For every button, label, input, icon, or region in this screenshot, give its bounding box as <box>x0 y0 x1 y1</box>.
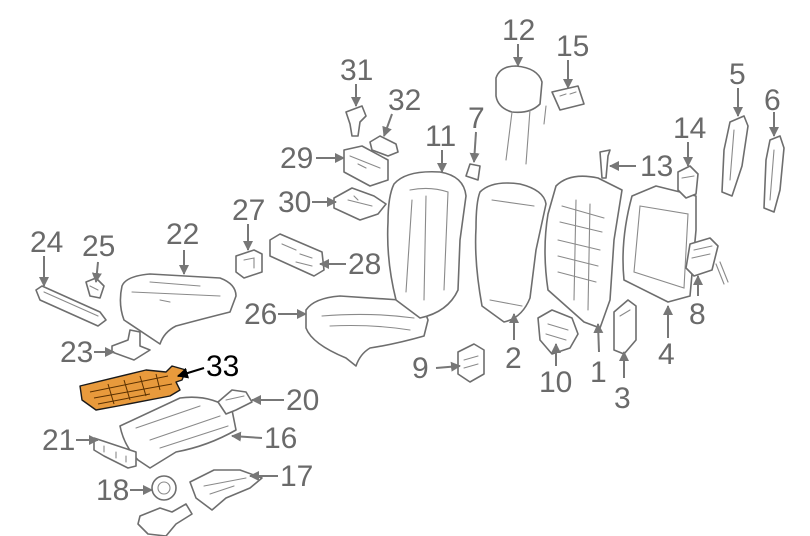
callout-16: 16 <box>264 422 297 455</box>
callout-9: 9 <box>412 352 429 385</box>
callout-33: 33 <box>206 350 239 383</box>
part-29-control-module <box>343 145 389 187</box>
callout-32: 32 <box>388 84 421 117</box>
part-8-control-unit <box>685 237 729 285</box>
part-30-base-bracket <box>333 187 387 221</box>
part-20-trim-piece <box>217 389 253 415</box>
callout-7: 7 <box>468 102 485 135</box>
part-4-rear-panel <box>622 185 697 303</box>
callout-25: 25 <box>82 230 115 263</box>
part-22-seat-cushion-cover <box>119 273 237 345</box>
callout-20: 20 <box>286 384 319 417</box>
callout-30: 30 <box>278 186 311 219</box>
part-7-guide-sleeve <box>465 163 481 181</box>
part-2-backrest-foam <box>474 182 547 323</box>
callout-18: 18 <box>96 474 129 507</box>
leader-lines <box>39 44 779 495</box>
part-31-push-pin <box>345 105 367 137</box>
callout-2: 2 <box>505 342 522 375</box>
part-17-side-cover <box>189 469 263 511</box>
part-18-knob <box>151 475 177 501</box>
part-23-bracket <box>111 329 151 361</box>
callout-11: 11 <box>425 120 456 153</box>
callout-8: 8 <box>689 298 706 331</box>
part-16-seat-frame <box>119 396 237 469</box>
callout-5: 5 <box>729 58 746 91</box>
callout-10: 10 <box>539 366 572 399</box>
part-10-recliner-mechanism <box>537 309 579 355</box>
part-25-clip <box>85 277 105 299</box>
callout-13: 13 <box>640 150 673 183</box>
part-9-bracket <box>457 343 485 383</box>
callout-6: 6 <box>764 84 781 117</box>
part-28-switch-panel <box>269 233 325 277</box>
callout-24: 24 <box>30 226 63 259</box>
callout-3: 3 <box>614 382 631 415</box>
part-5-side-trim <box>721 115 749 197</box>
callout-22: 22 <box>166 218 199 251</box>
part-6-side-trim <box>763 135 785 213</box>
callout-17: 17 <box>280 460 313 493</box>
callout-21: 21 <box>42 424 75 457</box>
part-26-seat-cushion <box>305 295 429 367</box>
part-11-backrest-cover <box>386 170 467 319</box>
callout-14: 14 <box>673 112 706 145</box>
callout-27: 27 <box>232 194 265 227</box>
callout-29: 29 <box>280 142 313 175</box>
part-14-bracket <box>677 165 699 199</box>
part-32-fastener <box>369 135 399 157</box>
callout-15: 15 <box>556 30 589 63</box>
callout-26: 26 <box>244 298 277 331</box>
part-12-headrest <box>495 65 543 165</box>
callout-labels: 1 2 3 4 5 6 7 8 9 10 11 12 13 14 15 16 1… <box>30 14 781 507</box>
callout-12: 12 <box>502 14 535 47</box>
callout-23: 23 <box>60 336 93 369</box>
callout-4: 4 <box>658 338 675 371</box>
part-15-headrest-guide <box>543 85 585 125</box>
callout-31: 31 <box>340 54 373 87</box>
part-lower-bracket <box>137 503 193 536</box>
part-1-backrest-frame <box>544 175 623 329</box>
part-21-side-bracket <box>93 437 137 469</box>
callout-1: 1 <box>590 356 607 389</box>
part-3-side-panel <box>613 299 637 355</box>
callout-28: 28 <box>348 248 381 281</box>
part-13-rod <box>599 149 611 179</box>
part-27-switch <box>235 249 263 279</box>
part-33-seat-heater-mat <box>79 365 187 411</box>
